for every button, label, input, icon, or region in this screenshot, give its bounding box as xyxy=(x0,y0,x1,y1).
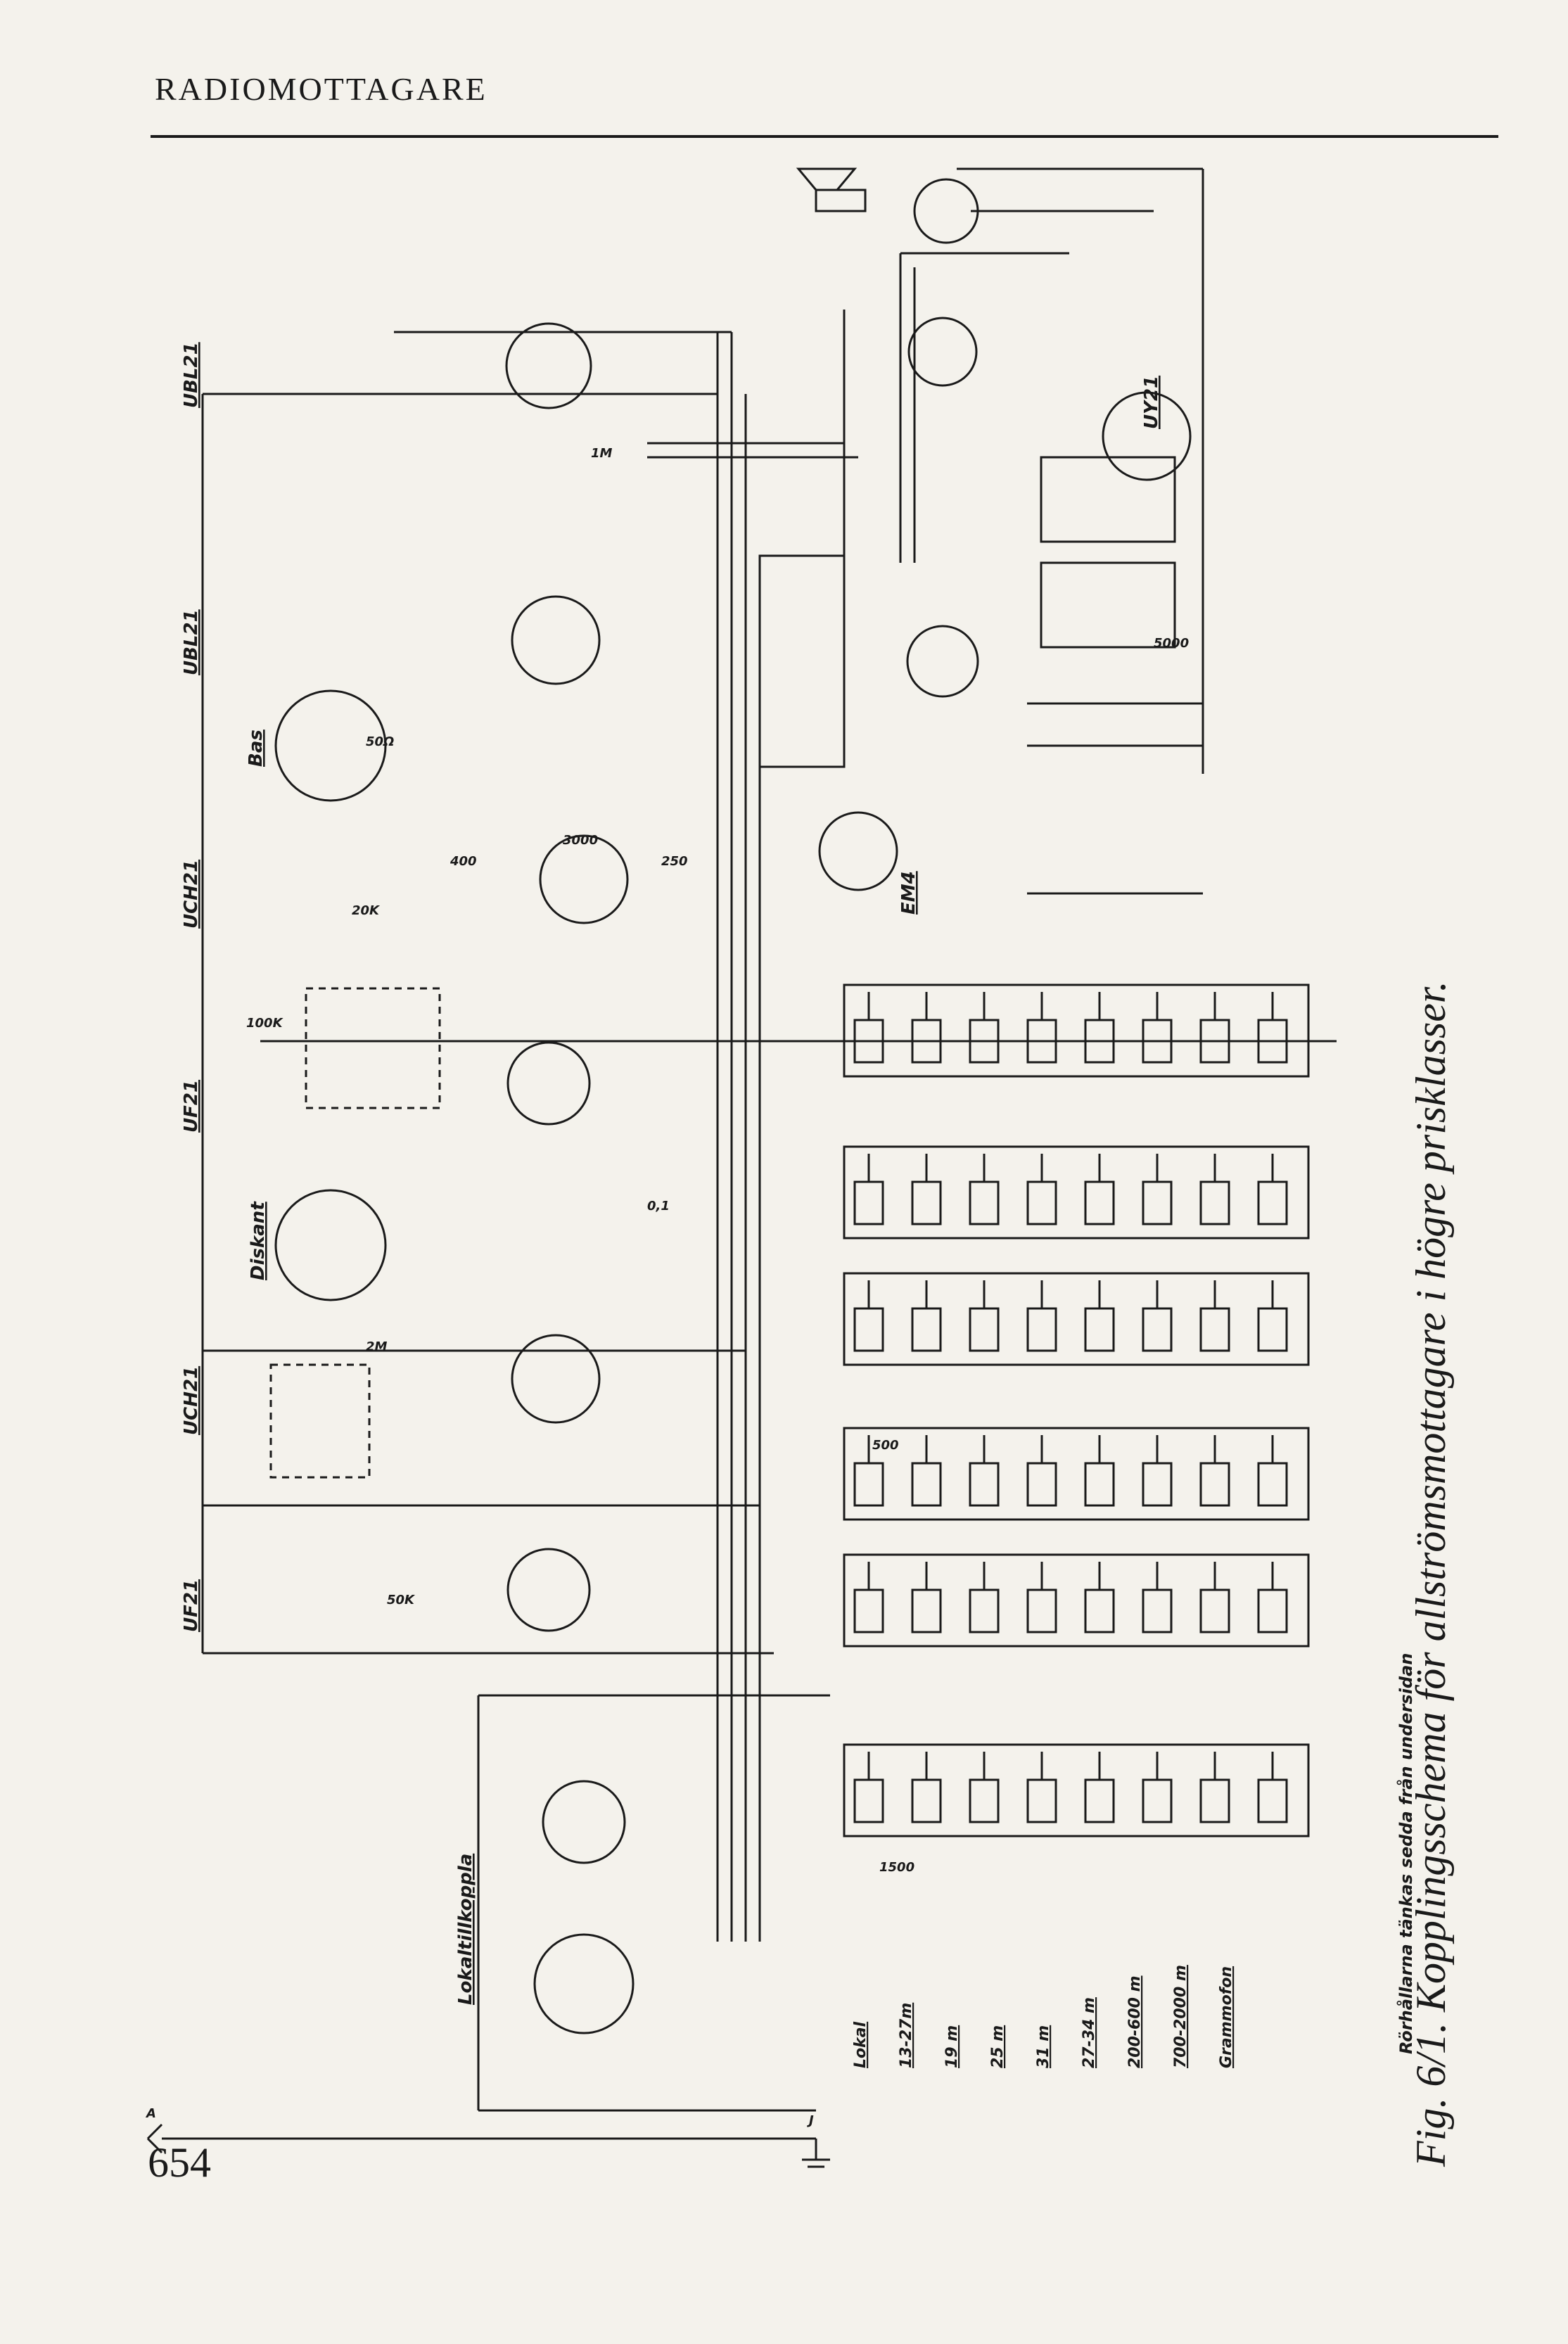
tube-label: EM4 xyxy=(898,871,919,915)
page-number: 654 xyxy=(148,2139,211,2186)
component-value: 250 xyxy=(661,854,688,869)
tube-label: UCH21 xyxy=(181,1366,202,1435)
band-label: Grammofon xyxy=(1218,1966,1235,2068)
figure-caption: Fig. 6/1. Kopplingsschema för allströmsm… xyxy=(1408,981,1454,2167)
switch-label-bas: Bas xyxy=(246,730,267,767)
tube-label: UBL21 xyxy=(181,342,202,408)
tube-label: UBL21 xyxy=(181,609,202,675)
tube-label: UY21 xyxy=(1141,376,1162,429)
running-head: RADIOMOTTAGARE xyxy=(155,71,487,107)
header-rule xyxy=(151,135,1498,138)
band-label: 19 m xyxy=(943,2025,961,2068)
tube-label: UF21 xyxy=(181,1080,202,1133)
component-value: 100K xyxy=(246,1016,284,1031)
component-value: 3000 xyxy=(563,833,598,848)
band-label: 31 m xyxy=(1035,2025,1052,2068)
band-label: 200-600 m xyxy=(1126,1975,1144,2068)
component-value: 1500 xyxy=(879,1860,914,1875)
component-value: 5000 xyxy=(1154,636,1189,651)
band-label: 27-34 m xyxy=(1081,1997,1098,2068)
terminal-label: J xyxy=(807,2113,814,2128)
switch-label-diskant: Diskant xyxy=(248,1201,269,1280)
component-value: 50K xyxy=(387,1593,416,1607)
component-value: 1M xyxy=(591,446,613,461)
component-value: 20K xyxy=(352,903,381,918)
switch-label-lokal: Lokaltillkoppla xyxy=(455,1854,476,2005)
component-value: 50Ω xyxy=(366,734,394,749)
component-value: 500 xyxy=(872,1438,899,1453)
component-value: 2M xyxy=(366,1339,388,1354)
tube-label: UF21 xyxy=(181,1579,202,1632)
circuit-schematic: UBL21 UBL21 UCH21 UF21 UCH21 UF21 UY21 E… xyxy=(145,167,1337,2168)
band-label: 13-27m xyxy=(898,2003,915,2068)
band-label: 700-2000 m xyxy=(1172,1965,1190,2068)
band-label: Lokal xyxy=(852,2021,869,2068)
terminal-label: A xyxy=(145,2106,156,2121)
tube-label: UCH21 xyxy=(181,860,202,929)
band-label: 25 m xyxy=(989,2025,1007,2068)
component-value: 0,1 xyxy=(647,1199,670,1214)
component-value: 400 xyxy=(450,854,477,869)
